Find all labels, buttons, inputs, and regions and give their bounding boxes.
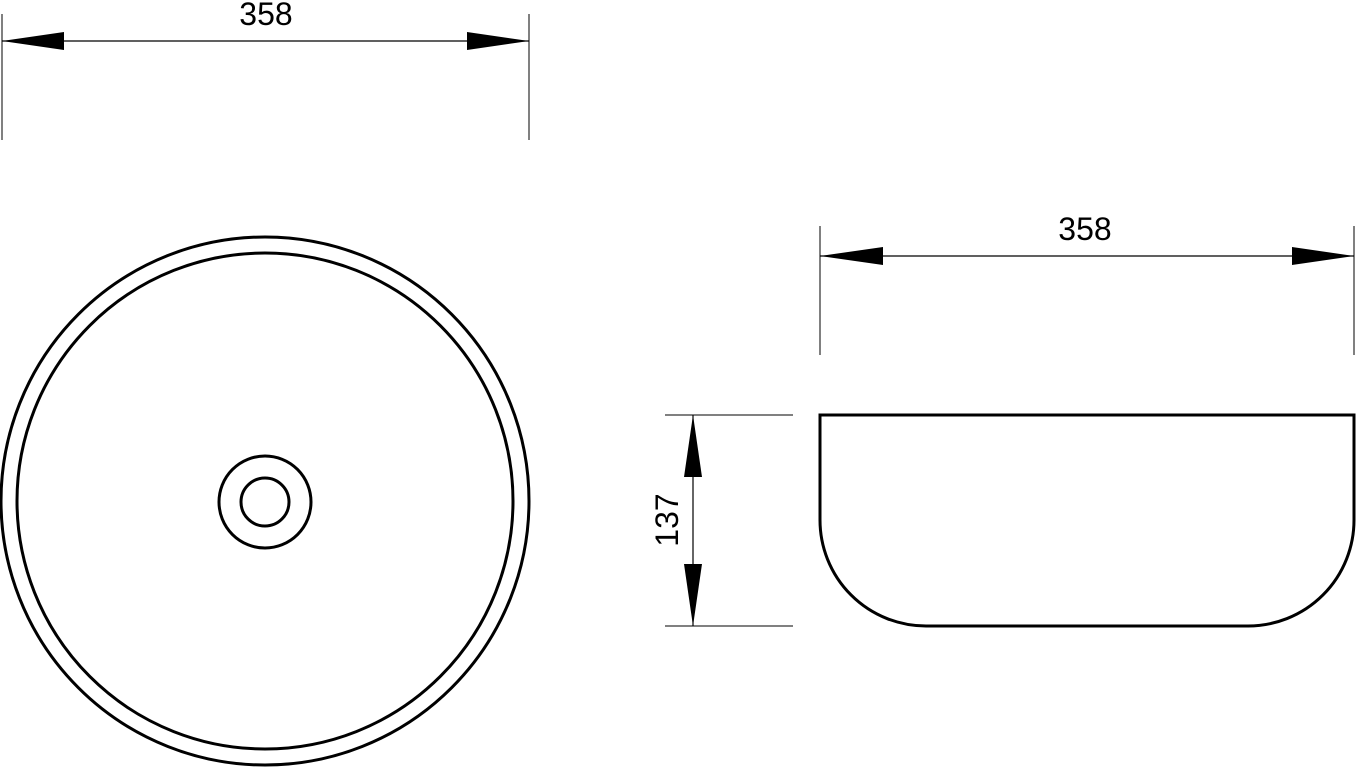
- side-view-height-label: 137: [649, 493, 685, 546]
- side-view-height-dimension: 137: [649, 414, 793, 627]
- side-view-width-label: 358: [1058, 211, 1111, 247]
- top-view: 358: [0, 0, 531, 767]
- drain-outer-ring: [217, 454, 313, 550]
- arrowhead-bottom: [684, 564, 702, 626]
- side-view-width-dimension: 358: [819, 211, 1355, 355]
- side-view: 358 137: [649, 211, 1356, 628]
- arrowhead-left: [2, 32, 64, 50]
- arrowhead-left: [820, 247, 883, 265]
- basin-inner-rim: [15, 251, 515, 751]
- arrowhead-right: [1292, 247, 1354, 265]
- top-view-width-label: 358: [239, 0, 292, 32]
- arrowhead-right: [467, 32, 529, 50]
- basin-outer-rim: [0, 235, 531, 767]
- basin-profile: [818, 413, 1356, 628]
- top-view-width-dimension: 358: [1, 0, 530, 140]
- arrowhead-top: [684, 415, 702, 477]
- drain-inner-ring: [239, 476, 291, 528]
